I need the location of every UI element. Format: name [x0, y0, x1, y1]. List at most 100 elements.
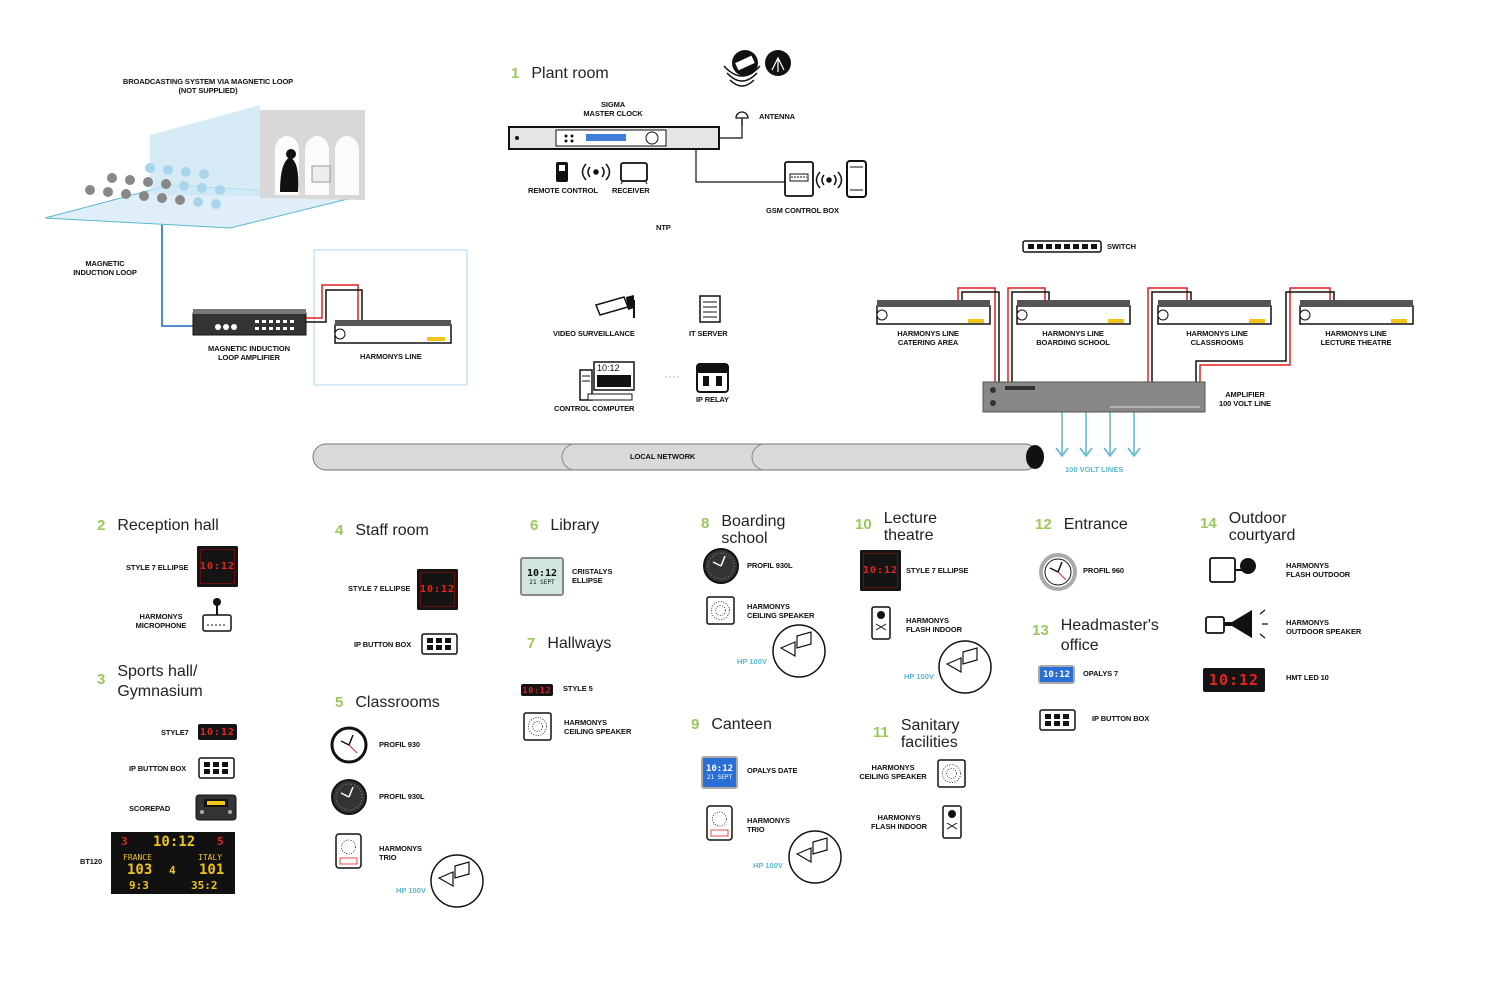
amplifier-100v-label: AMPLIFIER 100 VOLT LINE [1219, 390, 1271, 408]
zone-number: 14 [1200, 515, 1217, 532]
ip-button-box-label: IP BUTTON BOX [354, 640, 412, 649]
harmonys-line-left-label: HARMONYS LINE [360, 352, 422, 361]
zone-title: Canteen [711, 716, 772, 733]
zone-number: 5 [335, 694, 344, 711]
zone-boarding: 8 Boarding school [701, 513, 785, 547]
hmt-led-10-label: HMT LED 10 [1286, 673, 1329, 682]
zone-staff: 4 Staff room [335, 522, 429, 539]
hp-100v-label: HP 100V [753, 861, 783, 870]
style7-ellipse-label: STYLE 7 ELLIPSE [348, 584, 411, 593]
scoreboard-away-score: 101 [199, 862, 225, 878]
zone-title: Sports hall/ Gymnasium [117, 663, 203, 700]
style7-label: STYLE7 [161, 728, 189, 737]
opalys-date-date: 21 SEPT [706, 774, 733, 781]
it-server-label: IT SERVER [689, 329, 728, 338]
cristalys-date: 21 SEPT [529, 578, 555, 586]
zone-number: 4 [335, 522, 344, 539]
scorepad-icon [195, 794, 237, 821]
receiver-label: RECEIVER [612, 186, 650, 195]
style7-clock: 10:12 [198, 724, 237, 740]
ceiling-speaker-label: HARMONYS CEILING SPEAKER [859, 763, 927, 781]
gsm-label: GSM CONTROL BOX [766, 206, 839, 215]
scoreboard-bt120: 3 10:12 5 FRANCE ITALY 103 4 101 9:3 35:… [111, 832, 235, 894]
flash-indoor-label: HARMONYS FLASH INDOOR [871, 813, 927, 831]
zone-classrooms: 5 Classrooms [335, 694, 440, 711]
zone-title: Outdoor courtyard [1228, 510, 1296, 544]
ceiling-speaker-label: HARMONYS CEILING SPEAKER [564, 718, 632, 736]
scoreboard-frame [111, 832, 235, 894]
zone-outdoor: 14 Outdoor courtyard [1200, 510, 1295, 544]
loop-amplifier-device [192, 309, 307, 336]
microphone-icon [202, 598, 232, 632]
video-surveillance-label: VIDEO SURVEILLANCE [553, 329, 635, 338]
zone-plant-room: 1 Plant room [511, 65, 609, 82]
ceiling-speaker-label: HARMONYS CEILING SPEAKER [747, 602, 815, 620]
master-clock-label: SIGMA MASTER CLOCK [583, 100, 643, 118]
it-server-icon [699, 295, 721, 323]
flash-outdoor-icon [1209, 557, 1256, 583]
broadcast-room-illustration [44, 105, 365, 229]
control-computer-label: CONTROL COMPUTER [554, 404, 635, 413]
volt-lines-label: 100 VOLT LINES [1065, 465, 1124, 474]
flash-indoor-label: HARMONYS FLASH INDOOR [906, 616, 962, 634]
zone-number: 7 [527, 635, 536, 652]
zone-title: Sanitary facilities [900, 717, 960, 751]
scoreboard-right-time: 35:2 [191, 879, 218, 892]
zone-number: 1 [511, 65, 520, 82]
zone-number: 13 [1032, 622, 1049, 639]
scoreboard-home: FRANCE [123, 853, 152, 862]
style7-ellipse-label: STYLE 7 ELLIPSE [126, 563, 189, 572]
zone-title: Reception hall [117, 517, 219, 534]
style7-ellipse-label: STYLE 7 ELLIPSE [906, 566, 969, 575]
antenna-label: ANTENNA [759, 112, 795, 121]
harmonys-line-units [876, 300, 1414, 325]
cristalys-time: 10:12 [526, 567, 558, 579]
volt-line-arrows [1055, 412, 1141, 458]
mobile-phone-icon [846, 160, 867, 198]
style5-label: STYLE 5 [563, 684, 593, 693]
zone-title: Headmaster's office [1060, 617, 1159, 654]
hp-100v-label: HP 100V [396, 886, 426, 895]
zone-library: 6 Library [530, 517, 599, 534]
outdoor-speaker-icon [1205, 609, 1268, 639]
switch-device [1022, 240, 1102, 253]
hp-100v-label: HP 100V [737, 657, 767, 666]
harmonys-trio-label: HARMONYS TRIO [379, 844, 422, 862]
zone-title: Hallways [547, 635, 612, 652]
scoreboard-period: 4 [169, 864, 176, 877]
hmt-led-10-clock: 10:12 [1203, 668, 1265, 692]
local-network-pipe [312, 443, 1044, 471]
ip-relay-label: IP RELAY [696, 395, 729, 404]
cristalys-clock: 10:12 21 SEPT [520, 557, 564, 596]
scoreboard-clock: 10:12 [153, 834, 196, 850]
harmonys-trio-label: HARMONYS TRIO [747, 816, 790, 834]
flash-indoor-icons [871, 606, 962, 839]
video-camera-icon [594, 295, 635, 318]
control-computer-icon [579, 361, 635, 401]
zone-number: 11 [873, 724, 889, 741]
flash-outdoor-label: HARMONYS FLASH OUTDOOR [1286, 561, 1351, 579]
zone-title: Entrance [1063, 516, 1128, 533]
zone-number: 6 [530, 517, 539, 534]
ip-relay-icon [696, 363, 729, 393]
harmonys-line-left-device [334, 320, 452, 344]
ntp-label: NTP [656, 223, 671, 232]
zone-sports: 3 Sports hall/ Gymnasium [97, 662, 203, 702]
remote-control-icon [556, 162, 568, 182]
opalys-date-label: OPALYS DATE [747, 766, 798, 775]
outdoor-speaker-label: HARMONYS OUTDOOR SPEAKER [1286, 618, 1362, 636]
broadcast-title: BROADCASTING SYSTEM VIA MAGNETIC LOOP (N… [122, 77, 294, 95]
ip-button-box-label: IP BUTTON BOX [1092, 714, 1150, 723]
zone-hallways: 7 Hallways [527, 635, 611, 652]
zone-entrance: 12 Entrance [1035, 516, 1128, 533]
zone-number: 10 [855, 516, 872, 533]
zone-title: Staff room [355, 522, 429, 539]
harmonys-trio-icons [335, 805, 733, 869]
zone-number: 3 [97, 671, 106, 688]
zone-title: Plant room [531, 65, 609, 82]
bt120-label: BT120 [80, 857, 103, 866]
hp-100v-label: HP 100V [904, 672, 934, 681]
remote-control-label: REMOTE CONTROL [528, 186, 598, 195]
zone-lecture: 10 Lecture theatre [855, 510, 937, 544]
